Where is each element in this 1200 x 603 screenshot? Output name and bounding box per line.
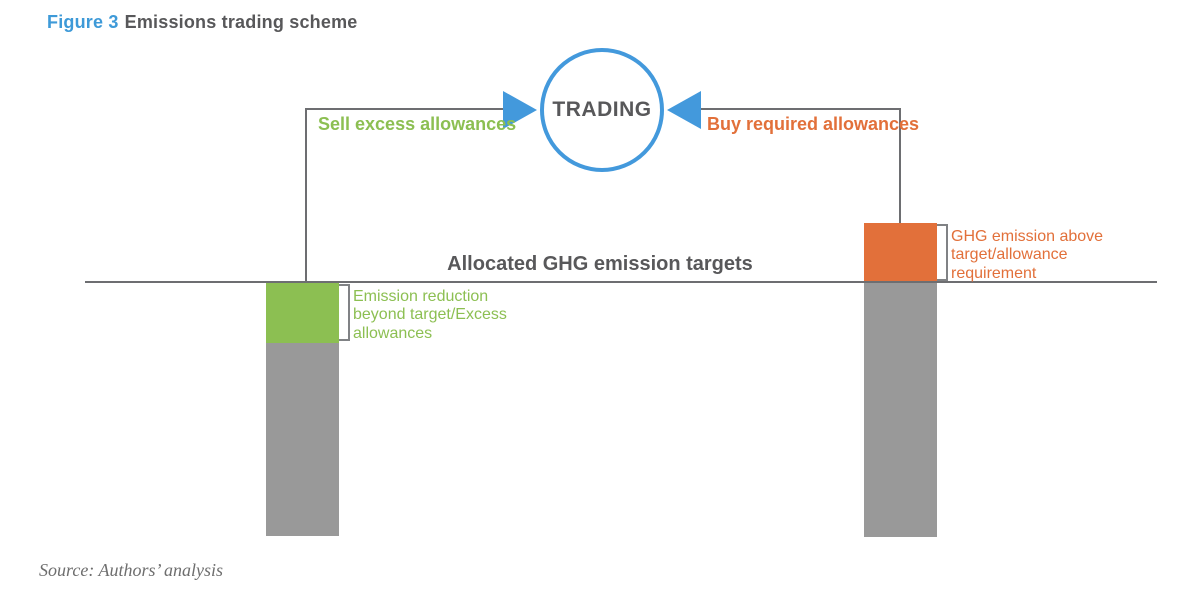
right-bar-above-target-segment: [864, 223, 937, 281]
source-note: Source: Authors’ analysis: [39, 560, 223, 580]
figure-number: Figure 3: [47, 12, 119, 32]
buy-required-allowances-label: Buy required allowances: [707, 114, 920, 134]
right-bar-emissions-segment: [864, 283, 937, 537]
right-bar-annotation: GHG emission above target/allowance requ…: [951, 228, 1104, 282]
connector-left-horizontal-line: [305, 108, 504, 110]
right-bracket: [937, 224, 948, 281]
connector-right-horizontal-line: [700, 108, 901, 110]
figure-title-text: Emissions trading scheme: [124, 12, 358, 32]
left-bracket: [339, 284, 350, 341]
left-bar-emissions-segment: [266, 343, 339, 536]
connector-left-vertical-line: [305, 108, 307, 283]
left-bar-excess-allowances-segment: [266, 283, 339, 343]
left-bar-annotation: Emission reduction beyond target/Excess …: [353, 288, 507, 342]
sell-excess-allowances-label: Sell excess allowances: [318, 114, 517, 134]
trading-node: TRADING: [540, 48, 664, 172]
target-line-label: Allocated GHG emission targets: [447, 253, 753, 275]
allocated-target-line: [85, 281, 1157, 283]
arrow-right-icon: [503, 91, 537, 129]
connector-right-vertical-line: [899, 108, 901, 224]
arrow-left-icon: [667, 91, 701, 129]
trading-node-label: TRADING: [552, 98, 652, 121]
